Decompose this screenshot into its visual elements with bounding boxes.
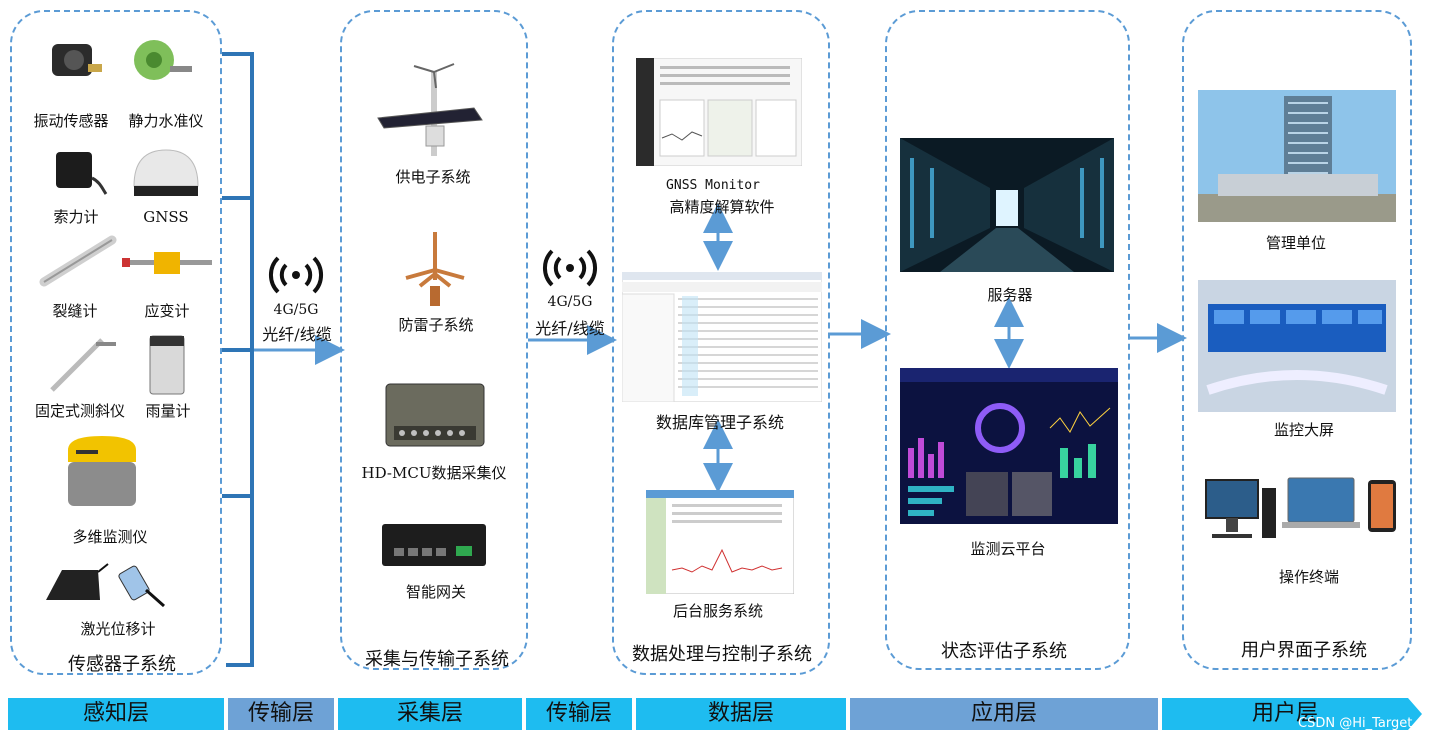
database-label: 数据库管理子系统 bbox=[655, 413, 785, 432]
sensor-label-inclinometer: 固定式测斜仪 bbox=[34, 402, 126, 420]
user-panel-title: 用户界面子系统 bbox=[1241, 640, 1367, 661]
sensor-label-strain: 应变计 bbox=[144, 302, 190, 320]
user-label-terminal: 操作终端 bbox=[1278, 568, 1340, 586]
lightning-rod-icon bbox=[405, 232, 465, 306]
sensor-label-laser: 激光位移计 bbox=[80, 620, 156, 638]
link1-line2: 光纤/线缆 bbox=[262, 325, 332, 344]
link2-line1: 4G/5G bbox=[547, 294, 593, 310]
cloud-platform-icon bbox=[900, 368, 1118, 524]
server-room-icon bbox=[900, 138, 1114, 272]
video-wall-icon bbox=[1198, 280, 1396, 412]
sensor-panel bbox=[10, 10, 222, 675]
sensor-label-crack: 裂缝计 bbox=[52, 302, 98, 320]
sensor-panel-title: 传感器子系统 bbox=[68, 654, 176, 675]
eval-panel-title: 状态评估子系统 bbox=[941, 641, 1067, 662]
gateway-icon bbox=[382, 524, 486, 566]
layer-acquisition: 采集层 bbox=[338, 698, 522, 730]
cable-force-icon bbox=[56, 152, 108, 195]
gnss-software-desc: 高精度解算软件 bbox=[669, 198, 775, 216]
acq-label-lightning: 防雷子系统 bbox=[398, 316, 474, 334]
static-level-icon bbox=[134, 40, 192, 80]
terminals-icon bbox=[1205, 477, 1396, 538]
solar-wind-power-icon bbox=[377, 63, 483, 156]
sensor-label-level: 静力水准仪 bbox=[128, 112, 204, 130]
backend-label: 后台服务系统 bbox=[672, 602, 764, 620]
backend-screenshot-icon bbox=[646, 490, 794, 594]
server-label: 服务器 bbox=[987, 286, 1033, 304]
gnss-receiver-icon bbox=[133, 149, 199, 196]
laser-displacement-icon bbox=[46, 563, 165, 608]
acq-label-power: 供电子系统 bbox=[395, 168, 471, 186]
sensor-label-rain: 雨量计 bbox=[145, 402, 191, 420]
acq-label-gateway: 智能网关 bbox=[405, 583, 467, 601]
cloud-label: 监测云平台 bbox=[970, 540, 1046, 558]
office-building-icon bbox=[1198, 90, 1396, 222]
acq-label-logger: HD-MCU数据采集仪 bbox=[361, 464, 507, 482]
layer-transmission-2: 传输层 bbox=[526, 698, 632, 730]
layer-transmission-1: 传输层 bbox=[228, 698, 334, 730]
sensor-label-multi: 多维监测仪 bbox=[72, 528, 148, 546]
crack-meter-icon bbox=[39, 235, 117, 287]
sensor-label-cable: 索力计 bbox=[53, 208, 99, 226]
strain-gauge-icon bbox=[122, 252, 212, 274]
data-logger-icon bbox=[385, 383, 485, 447]
acquisition-panel-title: 采集与传输子系统 bbox=[365, 649, 509, 670]
gnss-software-screenshot-icon bbox=[636, 58, 802, 166]
data-panel-title: 数据处理与控制子系统 bbox=[632, 644, 812, 665]
link2-line2: 光纤/线缆 bbox=[535, 319, 605, 338]
vibration-sensor-icon bbox=[52, 44, 102, 76]
gnss-software-name: GNSS Monitor bbox=[666, 178, 760, 193]
layer-application: 应用层 bbox=[850, 698, 1158, 730]
wireless-signal-icon bbox=[268, 256, 324, 294]
link1-line1: 4G/5G bbox=[273, 302, 319, 318]
watermark: CSDN @Hi_Target bbox=[1298, 716, 1413, 731]
user-label-management: 管理单位 bbox=[1265, 234, 1327, 252]
rain-gauge-icon bbox=[149, 335, 185, 395]
sensor-label-gnss: GNSS bbox=[143, 208, 189, 226]
layer-user: 用户层 bbox=[1251, 701, 1318, 726]
layer-user-arrow bbox=[1162, 698, 1422, 730]
inclinometer-icon bbox=[50, 338, 116, 392]
wireless-signal-icon bbox=[542, 249, 598, 287]
sensor-label-vibration: 振动传感器 bbox=[33, 112, 109, 130]
layer-perception: 感知层 bbox=[8, 698, 224, 730]
user-label-videowall: 监控大屏 bbox=[1273, 421, 1335, 439]
multi-monitor-icon bbox=[68, 436, 136, 506]
database-screenshot-icon bbox=[622, 272, 822, 402]
layer-data: 数据层 bbox=[636, 698, 846, 730]
